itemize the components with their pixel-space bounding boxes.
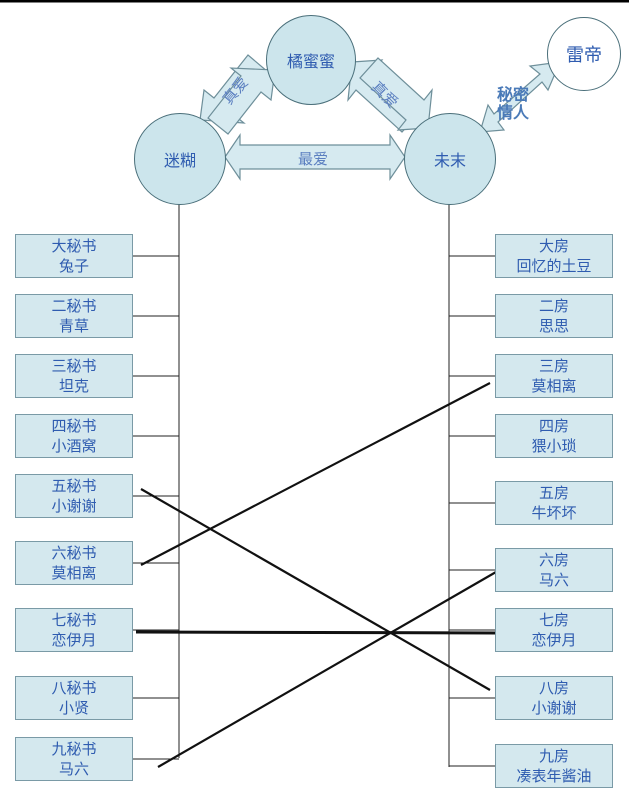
label-best-love: 最爱 [298, 150, 329, 168]
wife-title: 大房 [538, 237, 569, 255]
secretary-name: 马六 [58, 760, 89, 778]
wife-name: 牛坏坏 [531, 504, 577, 522]
left-love-arrow-back [207, 67, 276, 135]
wife-box-4: 四房猥小琐 [495, 414, 613, 458]
secretary-box-8: 八秘书小贤 [15, 676, 133, 720]
wife-box-8: 八房小谢谢 [495, 676, 613, 720]
wife-title: 二房 [538, 297, 569, 315]
wife-title: 六房 [538, 551, 569, 569]
secretary-box-4: 四秘书小酒窝 [15, 414, 133, 458]
secretary-title: 八秘书 [51, 679, 97, 697]
wife-name: 回忆的土豆 [516, 257, 592, 275]
secretary-name: 小酒窝 [51, 437, 97, 455]
wife-title: 四房 [538, 417, 569, 435]
secretary-box-7: 七秘书恋伊月 [15, 608, 133, 652]
secretary-title: 六秘书 [51, 544, 97, 562]
secretary-name: 兔子 [58, 257, 89, 275]
node-lei: 雷帝 [547, 17, 621, 91]
secretary-name: 恋伊月 [51, 631, 97, 649]
secretary-title: 七秘书 [51, 611, 97, 629]
secretary-title: 大秘书 [51, 237, 97, 255]
secretary-box-1: 大秘书兔子 [15, 234, 133, 278]
secretary-name: 青草 [58, 317, 89, 335]
secretary-box-3: 三秘书坦克 [15, 354, 133, 398]
secretary-box-5: 五秘书小谢谢 [15, 474, 133, 518]
cross-line-5-8 [140, 488, 491, 691]
wife-name: 猥小琐 [531, 437, 577, 455]
secretary-title: 四秘书 [51, 417, 97, 435]
secretary-box-6: 六秘书莫相离 [15, 541, 133, 585]
wife-title: 八房 [538, 679, 569, 697]
node-weimo: 未末 [404, 113, 496, 205]
secretary-name: 莫相离 [51, 564, 97, 582]
cross-line-7-7 [135, 630, 498, 635]
wife-box-5: 五房牛坏坏 [495, 481, 613, 525]
wife-box-7: 七房恋伊月 [495, 608, 613, 652]
wife-box-2: 二房思思 [495, 294, 613, 338]
wife-name: 思思 [538, 317, 569, 335]
secretary-name: 小贤 [58, 699, 89, 717]
wife-name: 恋伊月 [531, 631, 577, 649]
wife-name: 马六 [538, 571, 569, 589]
cross-line-6-3 [140, 382, 491, 566]
secretary-title: 二秘书 [51, 297, 97, 315]
wife-box-3: 三房莫相离 [495, 354, 613, 398]
secretary-title: 五秘书 [51, 477, 97, 495]
node-mihu: 迷糊 [134, 113, 226, 205]
secretary-box-9: 九秘书马六 [15, 737, 133, 781]
wife-title: 九房 [538, 747, 569, 765]
label-secret: 秘密情人 [497, 86, 541, 122]
wife-name: 凑表年酱油 [516, 767, 592, 785]
node-ju: 橘蜜蜜 [266, 15, 356, 105]
wife-title: 五房 [538, 484, 569, 502]
secretary-title: 三秘书 [51, 357, 97, 375]
wife-title: 三房 [538, 357, 569, 375]
secretary-name: 坦克 [58, 377, 89, 395]
wife-name: 小谢谢 [531, 699, 577, 717]
wife-box-1: 大房回忆的土豆 [495, 234, 613, 278]
label-secret-text: 秘密情人 [497, 85, 530, 122]
wife-name: 莫相离 [531, 377, 577, 395]
secretary-title: 九秘书 [51, 740, 97, 758]
wife-box-6: 六房马六 [495, 548, 613, 592]
wife-box-9: 九房凑表年酱油 [495, 744, 613, 788]
cross-line-9-6 [157, 571, 497, 768]
secretary-name: 小谢谢 [51, 497, 97, 515]
secretary-box-2: 二秘书青草 [15, 294, 133, 338]
wife-title: 七房 [538, 611, 569, 629]
right-love-arrow-back [359, 57, 433, 131]
